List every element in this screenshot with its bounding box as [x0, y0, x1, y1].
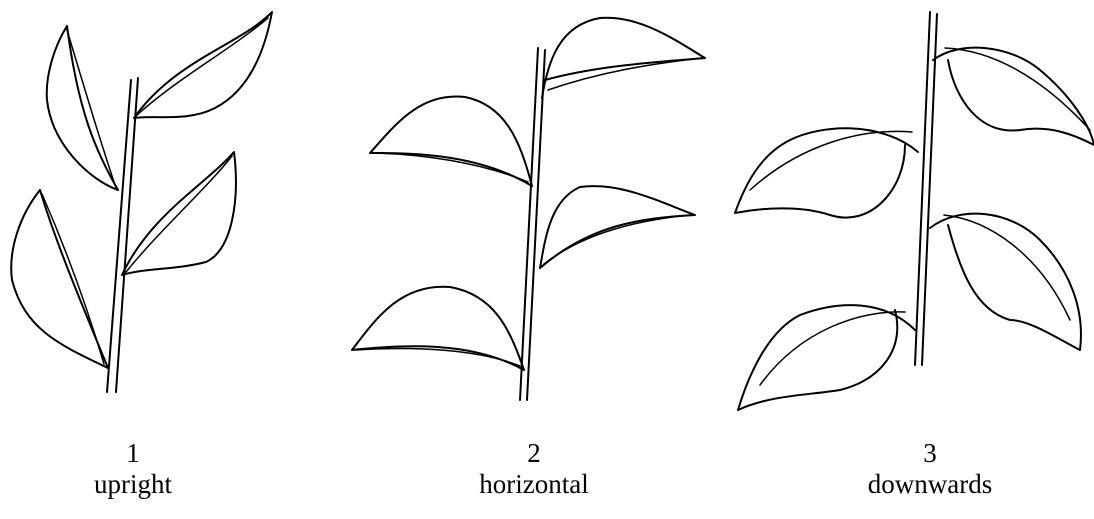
- upright-stem-drawing: [10, 11, 273, 393]
- caption-label: horizontal: [479, 469, 589, 499]
- caption-horizontal: 2 horizontal: [404, 438, 664, 500]
- caption-number: 3: [923, 438, 937, 468]
- caption-downwards: 3 downwards: [800, 438, 1060, 500]
- caption-label: downwards: [867, 469, 993, 499]
- downwards-stem-drawing: [734, 11, 1094, 411]
- caption-number: 1: [126, 438, 140, 468]
- caption-number: 2: [527, 438, 541, 468]
- caption-upright: 1 upright: [3, 438, 263, 500]
- caption-label: upright: [94, 469, 172, 499]
- horizontal-stem-drawing: [351, 16, 706, 401]
